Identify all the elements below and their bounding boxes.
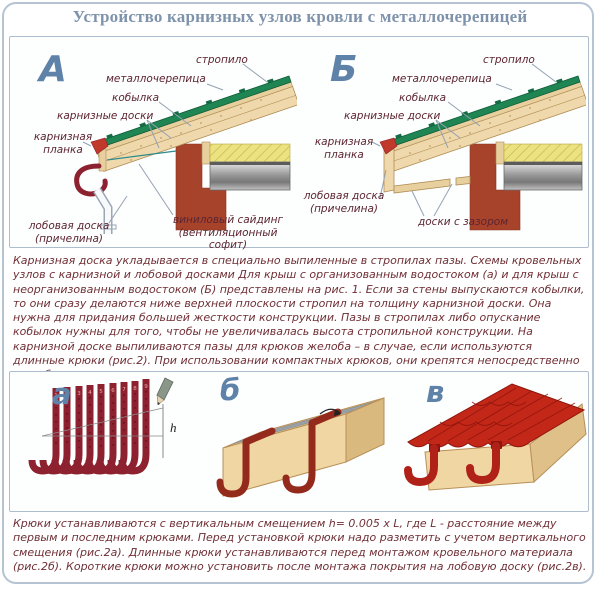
svg-text:6: 6 [111, 388, 115, 394]
fig1-panel: А стропило металлочерепица кобылка карни… [9, 36, 589, 251]
drip-edge [90, 137, 109, 155]
short-hooks-tile-drawing [404, 383, 587, 491]
roof-section-a-drawing [74, 63, 297, 234]
label-frontal-board: лобовая доска (причелина) [303, 190, 385, 215]
tile-ribs [427, 387, 576, 442]
label-metal-tile: металлочерепица [392, 73, 492, 85]
label-rafter: стропило [196, 54, 248, 66]
label-kobylka: кобылка [399, 92, 447, 104]
long-hooks-row-drawing: 1 2 3 4 5 6 7 8 9 [28, 377, 177, 475]
leader-lines [82, 63, 268, 224]
hook-perforations [55, 391, 147, 448]
downspout-bracket [100, 224, 117, 230]
plank-end-face [345, 397, 385, 463]
fig2-diagram-a: 1 2 3 4 5 6 7 8 9 [14, 374, 204, 509]
label-cornice-boards: карнизные доски [344, 110, 441, 122]
gap-board-2 [455, 176, 471, 186]
hooks [28, 379, 150, 475]
label-cornice-strip: карнизная планка [314, 136, 374, 161]
soffit-line [106, 150, 177, 161]
slab-top-edge [210, 162, 290, 165]
fig2v-letter: в [426, 375, 445, 409]
label-gap-boards: доски с зазором [418, 216, 509, 228]
rotation-arrow [319, 408, 341, 416]
tile-steps [395, 78, 563, 139]
fig2-panel: 1 2 3 4 5 6 7 8 9 [9, 371, 589, 512]
fig2a-letter: а [52, 377, 72, 411]
label-frontal-board: лобовая доска (причелина) [28, 220, 110, 245]
svg-text:2: 2 [65, 392, 69, 398]
fig1-diagram-a: А стропило металлочерепица кобылка карни… [11, 38, 297, 251]
fig2-diagram-v: в [400, 374, 592, 509]
svg-text:1: 1 [54, 393, 58, 399]
fig2b-letter: б [220, 373, 241, 407]
long-hooks [216, 408, 342, 498]
ceiling-slab [503, 161, 583, 191]
gap-board-1 [393, 178, 451, 194]
fig1-diagram-b: Б стропило металлочерепица кобылка карни… [300, 38, 586, 244]
label-cornice-strip: карнизная планка [33, 131, 93, 156]
label-kobylka: кобылка [112, 92, 160, 104]
label-siding: виниловый сайдинг (вентиляционный софит) [173, 214, 283, 251]
label-rafter: стропило [483, 54, 535, 66]
hook-numbers: 1 2 3 4 5 6 7 8 9 [54, 384, 148, 399]
description-text-2: Крюки устанавливаются с вертикальным сме… [13, 517, 587, 573]
wood-speckles [120, 99, 262, 161]
svg-text:7: 7 [122, 387, 126, 393]
page-title: Устройство карнизных узлов кровли с мета… [72, 7, 528, 26]
svg-text:5: 5 [99, 389, 103, 395]
wall-plate-board [495, 141, 505, 165]
insulation-layer [503, 143, 583, 163]
svg-text:3: 3 [77, 391, 81, 397]
wall-plate-board [201, 141, 211, 165]
roof-section-b-drawing [371, 63, 586, 231]
hooks-on-plank-drawing [216, 397, 385, 498]
pencil-icon [156, 377, 174, 406]
label-cornice-boards: карнизные доски [57, 110, 154, 122]
dimension-h-label: h [170, 420, 177, 435]
metal-tile-top [407, 383, 586, 448]
diagram-b-letter: Б [330, 49, 358, 90]
wood-speckles [409, 99, 551, 161]
slab-top-edge [504, 162, 582, 165]
insulation-layer [209, 143, 291, 163]
fig2-diagram-b: б [208, 374, 398, 509]
leader-lines [371, 63, 557, 217]
label-metal-tile: металлочерепица [106, 73, 206, 85]
svg-text:8: 8 [133, 386, 137, 392]
drip-edge [379, 137, 398, 155]
diagram-a-letter: А [39, 49, 67, 90]
svg-text:4: 4 [88, 390, 92, 396]
description-text-1: Карнизная доска укладывается в специальн… [13, 254, 585, 381]
gutter-shape [74, 163, 108, 197]
tile-steps [106, 78, 274, 139]
ceiling-slab [209, 161, 291, 191]
svg-text:9: 9 [144, 384, 148, 390]
short-hooks [404, 441, 502, 487]
offset-reference-lines [41, 404, 164, 458]
